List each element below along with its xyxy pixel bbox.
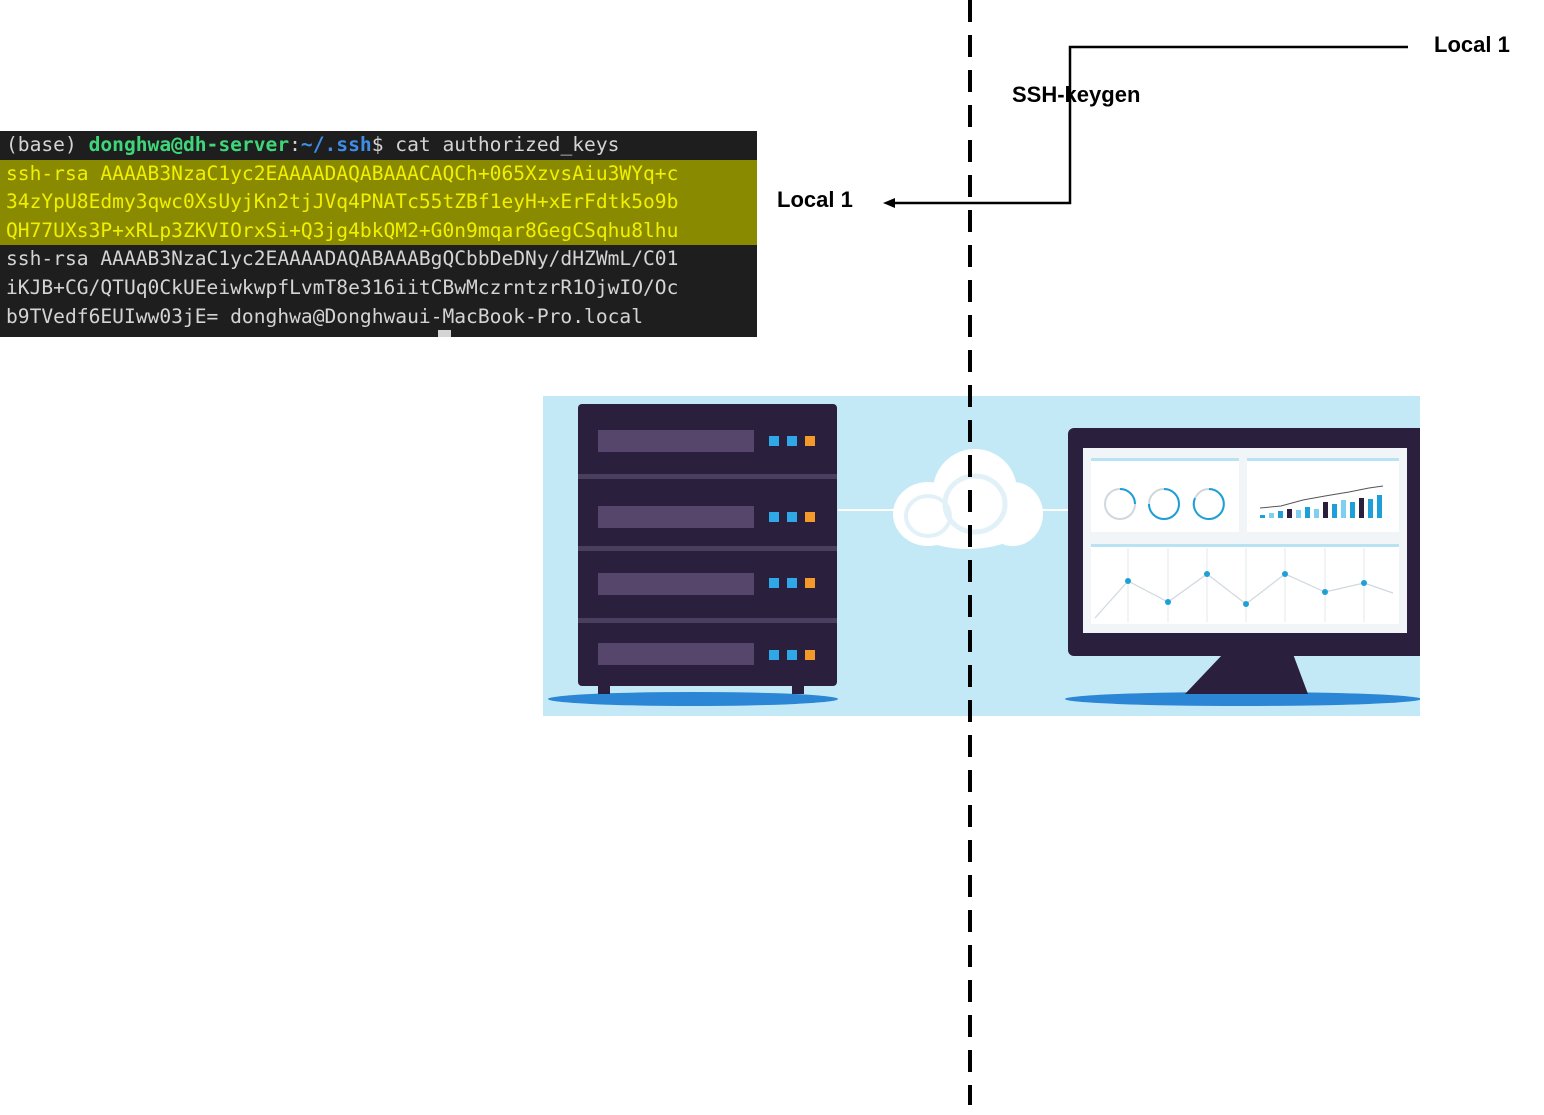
connector-arrow-line: [893, 45, 1408, 205]
terminal-line-highlighted: 34zYpU8Edmy3qwc0XsUyjKn2tjJVq4PNATc55tZB…: [0, 188, 757, 217]
terminal-command: cat authorized_keys: [395, 133, 620, 156]
terminal-cursor: [438, 330, 451, 337]
server-shadow: [548, 692, 838, 706]
prompt-env: (base): [6, 133, 89, 156]
terminal-line: b9TVedf6EUIww03jE= donghwa@Donghwaui-Mac…: [6, 304, 644, 328]
label-local-left: Local 1: [777, 187, 853, 212]
terminal-line-highlighted: QH77UXs3P+xRLp3ZKVIOrxSi+Q3jg4bkQM2+G0n9…: [0, 216, 757, 246]
monitor-shadow: [1065, 692, 1420, 706]
terminal-line-highlighted: ssh-rsa AAAAB3NzaC1yc2EAAAADAQABAAACAQCh…: [0, 159, 757, 189]
server-rack-icon: [578, 404, 837, 694]
prompt-separator: :: [289, 133, 301, 156]
illustration-svg: [548, 404, 1420, 706]
terminal-line: iKJB+CG/QTUq0CkUEeiwkwpfLvmT8e316iitCBwM…: [6, 276, 679, 299]
arrow-head-icon: [883, 198, 895, 208]
cloud-icon: [893, 449, 1043, 549]
terminal-line: ssh-rsa AAAAB3NzaC1yc2EAAAADAQABAAABgQCb…: [6, 247, 679, 271]
monitor-icon: [1068, 428, 1420, 694]
prompt-dollar: $: [371, 133, 396, 156]
server-cloud-monitor-illustration: [543, 396, 1420, 716]
prompt-path: ~/.ssh: [300, 133, 372, 156]
label-local-top: Local 1: [1434, 32, 1510, 57]
prompt-user: donghwa@dh-server: [88, 133, 290, 156]
terminal-prompt-line: (base) donghwa@dh-server:~/.ssh$ cat aut…: [0, 131, 757, 160]
terminal-screenshot: (base) donghwa@dh-server:~/.ssh$ cat aut…: [0, 131, 757, 337]
label-ssh-keygen: SSH-keygen: [1012, 82, 1141, 107]
